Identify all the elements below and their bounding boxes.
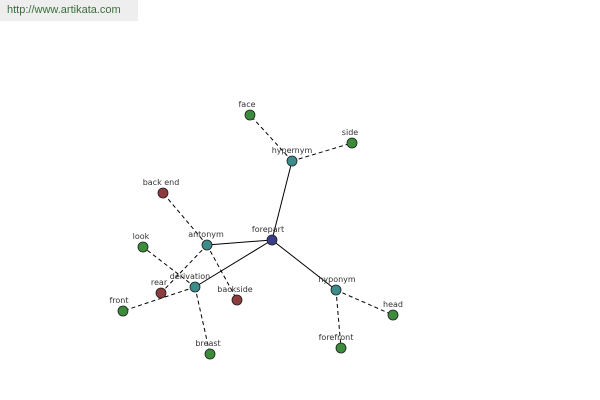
edge-derivation-breast [194, 286, 211, 355]
node-label-derivation: derivation [170, 272, 210, 281]
node-label-front: front [109, 296, 128, 305]
edges-layer [122, 114, 394, 355]
nodes-layer [117, 109, 399, 360]
node-backside[interactable] [231, 294, 243, 306]
source-banner: http://www.artikata.com [0, 0, 138, 21]
node-label-face: face [238, 100, 255, 109]
node-front[interactable] [117, 305, 129, 317]
node-label-side: side [342, 128, 358, 137]
edge-forepart-antonym [206, 239, 273, 246]
node-hypernym[interactable] [286, 155, 298, 167]
node-label-head: head [383, 300, 403, 309]
node-forefront[interactable] [335, 342, 347, 354]
node-forepart[interactable] [266, 234, 278, 246]
node-face[interactable] [244, 109, 256, 121]
node-head[interactable] [387, 309, 399, 321]
node-label-antonym: antonym [188, 230, 224, 239]
node-label-backside: backside [217, 285, 252, 294]
node-derivation[interactable] [189, 281, 201, 293]
edge-hyponym-forefront [335, 289, 342, 349]
node-label-back-end: back end [143, 178, 180, 187]
node-label-breast: breast [195, 339, 220, 348]
edge-forepart-hypernym [271, 160, 293, 241]
edge-derivation-look [142, 246, 196, 288]
node-breast[interactable] [204, 348, 216, 360]
node-hyponym[interactable] [330, 284, 342, 296]
edge-hypernym-face [249, 114, 293, 162]
node-antonym[interactable] [201, 239, 213, 251]
edge-forepart-derivation [194, 239, 273, 288]
edge-hypernym-side [291, 142, 353, 162]
source-link[interactable]: http://www.artikata.com [7, 4, 121, 16]
edge-forepart-hyponym [271, 239, 337, 291]
node-side[interactable] [346, 137, 358, 149]
edge-hyponym-head [335, 289, 394, 316]
node-label-forefront: forefront [319, 333, 354, 342]
node-label-look: look [133, 232, 150, 241]
node-label-forepart: forepart [252, 225, 284, 234]
node-label-rear: rear [151, 278, 168, 287]
labels-layer: forepart hypernym antonym derivation hyponym… [109, 100, 403, 348]
edge-antonym-back-end [162, 192, 208, 246]
node-look[interactable] [137, 241, 149, 253]
node-label-hypernym: hypernym [272, 146, 313, 155]
edge-antonym-backside [206, 244, 238, 301]
node-label-hyponym: hyponym [318, 275, 356, 284]
node-rear[interactable] [155, 287, 167, 299]
node-back-end[interactable] [157, 187, 169, 199]
edge-derivation-front [122, 286, 196, 312]
